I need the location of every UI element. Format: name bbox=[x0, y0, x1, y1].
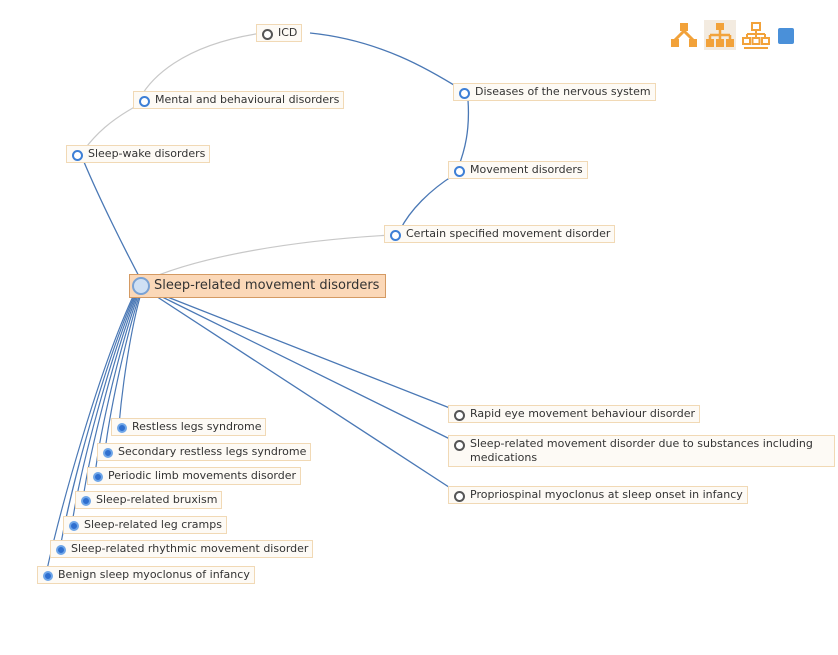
node-mental-behavioural[interactable]: Mental and behavioural disorders bbox=[133, 91, 345, 109]
edge-focus-secondary bbox=[104, 289, 142, 452]
node-propriospinal[interactable]: Propriospinal myoclonus at sleep onset i… bbox=[448, 486, 748, 504]
node-marker-icon bbox=[69, 521, 79, 531]
node-marker-icon bbox=[93, 472, 103, 482]
extra-icon[interactable] bbox=[776, 20, 796, 50]
node-periodic-limb[interactable]: Periodic limb movements disorder bbox=[87, 467, 302, 485]
node-movement-disorders[interactable]: Movement disorders bbox=[448, 161, 588, 179]
focus-marker-icon bbox=[132, 277, 150, 295]
edge-mental-sleepwake bbox=[83, 103, 141, 151]
node-icd[interactable]: ICD bbox=[256, 24, 303, 42]
node-marker-icon bbox=[262, 29, 273, 40]
node-label: Sleep-related movement disorders bbox=[154, 278, 380, 293]
node-marker-icon bbox=[139, 96, 150, 107]
node-label: Sleep-related movement disorder due to s… bbox=[470, 437, 813, 464]
edge-focus-bruxism bbox=[82, 289, 140, 500]
node-rhythmic-movement[interactable]: Sleep-related rhythmic movement disorder bbox=[50, 540, 314, 558]
edge-sleepwake-focus bbox=[83, 161, 143, 283]
node-marker-icon bbox=[56, 545, 66, 555]
edge-movement-certain bbox=[399, 174, 455, 231]
node-marker-icon bbox=[117, 423, 127, 433]
node-label: Rapid eye movement behaviour disorder bbox=[470, 407, 696, 420]
node-marker-icon bbox=[454, 440, 465, 451]
hierarchy-up-icon[interactable] bbox=[668, 20, 700, 50]
node-bruxism[interactable]: Sleep-related bruxism bbox=[75, 491, 223, 509]
edge-focus-restless bbox=[118, 289, 143, 426]
node-leg-cramps[interactable]: Sleep-related leg cramps bbox=[63, 516, 227, 534]
node-secondary-restless-legs[interactable]: Secondary restless legs syndrome bbox=[97, 443, 312, 461]
node-label: Sleep-related rhythmic movement disorder bbox=[71, 542, 309, 555]
node-focus-sleep-related-movement[interactable]: Sleep-related movement disorders bbox=[129, 274, 387, 298]
edge-icd-mental bbox=[139, 32, 263, 99]
node-marker-icon bbox=[43, 571, 53, 581]
edge-icd-nervous bbox=[309, 32, 463, 91]
node-label: Benign sleep myoclonus of infancy bbox=[58, 568, 250, 581]
node-label: Propriospinal myoclonus at sleep onset i… bbox=[470, 488, 743, 501]
node-label: Secondary restless legs syndrome bbox=[118, 445, 307, 458]
node-label: Sleep-related leg cramps bbox=[84, 518, 222, 531]
edge-focus-rem bbox=[141, 286, 461, 413]
node-sleep-wake[interactable]: Sleep-wake disorders bbox=[66, 145, 211, 163]
node-nervous-system[interactable]: Diseases of the nervous system bbox=[453, 83, 656, 101]
edge-focus-propriospinal bbox=[141, 286, 459, 494]
node-rem-behaviour[interactable]: Rapid eye movement behaviour disorder bbox=[448, 405, 701, 423]
node-marker-icon bbox=[390, 230, 401, 241]
node-label: Certain specified movement disorder bbox=[406, 227, 611, 240]
edge-certain-focus bbox=[141, 234, 393, 283]
node-label: Periodic limb movements disorder bbox=[108, 469, 297, 482]
hierarchy-down-icon[interactable] bbox=[740, 20, 772, 50]
node-marker-icon bbox=[459, 88, 470, 99]
node-label: Mental and behavioural disorders bbox=[155, 93, 340, 106]
node-label: ICD bbox=[278, 26, 298, 39]
node-label: Movement disorders bbox=[470, 163, 583, 176]
node-label: Diseases of the nervous system bbox=[475, 85, 651, 98]
node-label: Sleep-related bruxism bbox=[96, 493, 218, 506]
node-marker-icon bbox=[72, 150, 83, 161]
node-marker-icon bbox=[454, 410, 465, 421]
node-restless-legs[interactable]: Restless legs syndrome bbox=[111, 418, 267, 436]
node-certain-specified[interactable]: Certain specified movement disorder bbox=[384, 225, 616, 243]
node-benign-myoclonus[interactable]: Benign sleep myoclonus of infancy bbox=[37, 566, 255, 584]
node-marker-icon bbox=[81, 496, 91, 506]
node-label: Sleep-wake disorders bbox=[88, 147, 206, 160]
hierarchy-tree-icon[interactable] bbox=[704, 20, 736, 50]
node-marker-icon bbox=[454, 166, 465, 177]
node-label: Restless legs syndrome bbox=[132, 420, 262, 433]
edge-focus-substances bbox=[141, 286, 461, 445]
node-substances[interactable]: Sleep-related movement disorder due to s… bbox=[448, 435, 835, 467]
edge-nervous-movement bbox=[457, 99, 470, 169]
node-marker-icon bbox=[103, 448, 113, 458]
node-marker-icon bbox=[454, 491, 465, 502]
